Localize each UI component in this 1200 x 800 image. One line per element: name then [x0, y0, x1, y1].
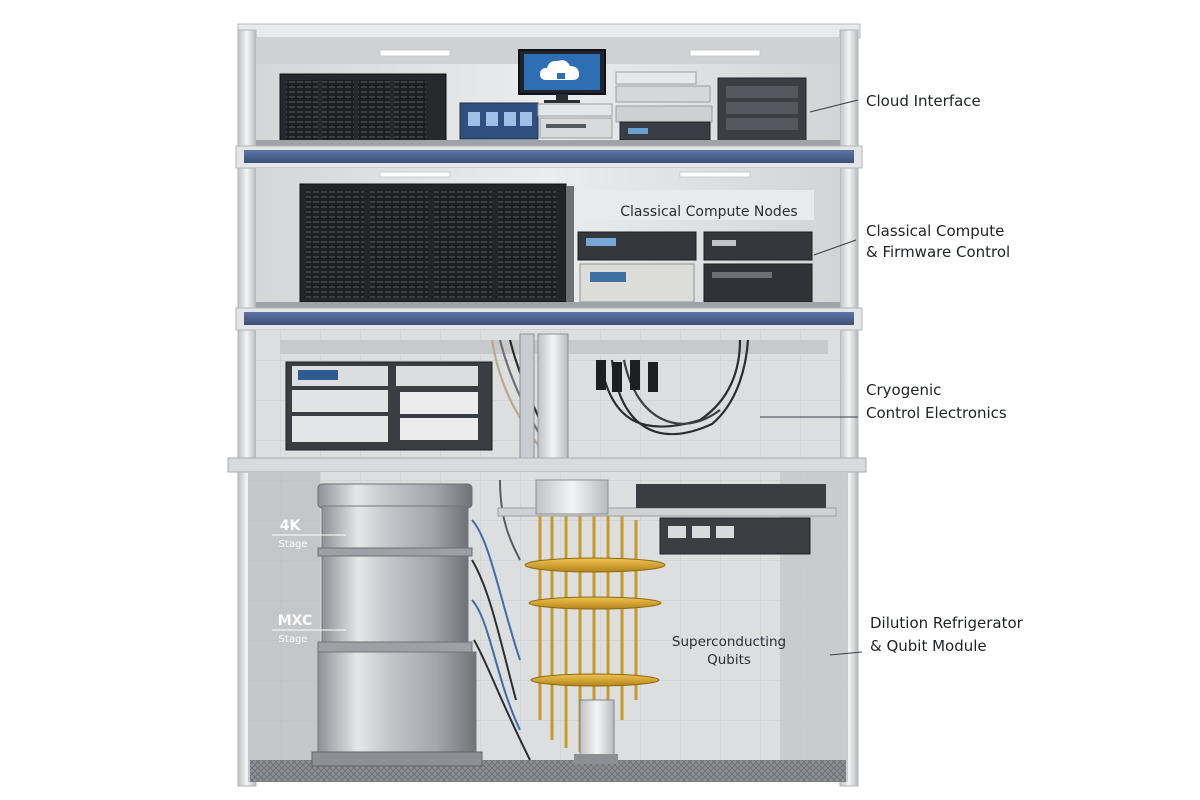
level-dilution-refrigerator: 4K Stage MXC Stage — [248, 472, 848, 782]
stage-4k-sublabel: Stage — [279, 539, 308, 550]
label-cryogenic: Cryogenic — [866, 381, 941, 399]
cryo-electronics-rack — [285, 361, 493, 451]
network-switch-panel — [459, 102, 539, 140]
label-cloud-interface: Cloud Interface — [866, 92, 981, 110]
callout-labels: Cloud Interface Classical Compute & Firm… — [866, 92, 1024, 655]
qubit-readout-electronics — [636, 484, 826, 555]
level-classical-compute: Classical Compute Nodes — [256, 168, 840, 308]
label-superconducting: Superconducting — [672, 634, 786, 650]
cloud-monitor — [518, 49, 606, 103]
separator-band-1 — [235, 145, 863, 169]
cloud-server-racks — [279, 73, 447, 145]
stage-mxc-sublabel: Stage — [279, 634, 308, 645]
label-classical-compute: Classical Compute — [866, 222, 1004, 240]
label-classical-compute-nodes: Classical Compute Nodes — [620, 204, 797, 220]
label-firmware-control: & Firmware Control — [866, 243, 1010, 261]
network-appliances — [537, 71, 713, 141]
separator-band-2 — [235, 307, 863, 331]
cryostat-can — [311, 483, 483, 767]
stage-mxc-label: MXC — [278, 613, 313, 629]
cloud-icon — [540, 60, 580, 80]
label-qubit-module: & Qubit Module — [870, 637, 987, 655]
floor-slab — [227, 457, 867, 473]
stage-mxc: MXC Stage — [272, 613, 346, 645]
cryo-connectors — [596, 360, 658, 392]
storage-array — [717, 77, 807, 143]
label-control-electronics: Control Electronics — [866, 404, 1007, 422]
qubit-chandelier — [524, 479, 666, 764]
compute-racks — [299, 183, 567, 303]
label-qubits: Qubits — [707, 652, 751, 668]
label-dilution-refrigerator: Dilution Refrigerator — [870, 614, 1024, 632]
stage-4k: 4K Stage — [272, 518, 346, 550]
coax-cabling — [471, 479, 531, 761]
level-cloud-interface — [256, 38, 840, 148]
level-cryogenic-control — [256, 330, 840, 460]
callout-lines — [760, 99, 863, 656]
stage-4k-label: 4K — [280, 518, 302, 534]
